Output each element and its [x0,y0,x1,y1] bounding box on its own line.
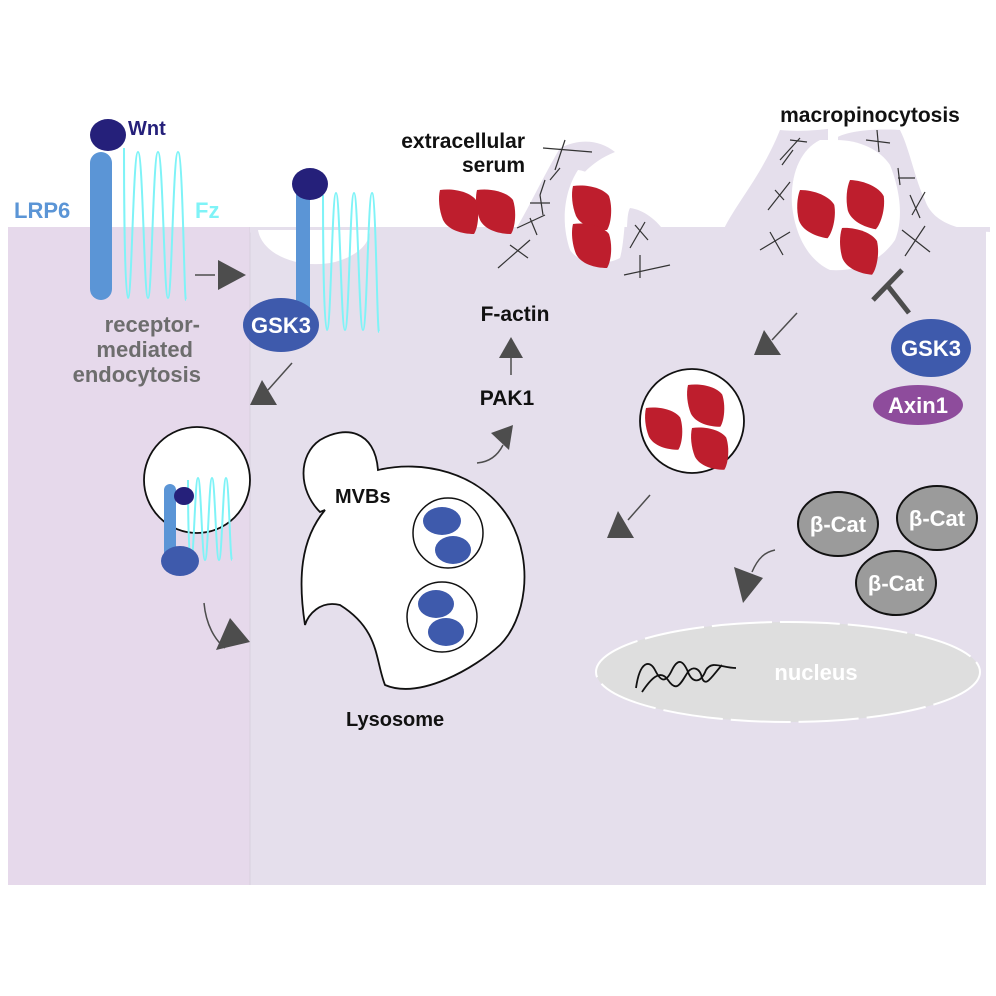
fz-receptor [123,147,187,301]
arrow-to-endosome [250,362,293,405]
arrow-lysosome-to-pak1 [476,425,513,464]
lrp6-label: LRP6 [14,198,70,223]
receptor-mediated-label-3: endocytosis [73,362,201,387]
mvbs-label: MVBs [335,486,391,508]
extracellular-label-1: extracellular [401,130,525,153]
f-actin-filaments [497,129,931,278]
beta-cat-label-1: β-Cat [810,512,867,537]
arrow-to-lysosome [203,602,250,650]
inhibition-bar [871,268,911,315]
arrow-to-nucleus [734,549,776,603]
lrp6-receptor [90,152,112,300]
arrow-pak1-to-f-actin [499,337,523,375]
receptor-mediated-label-2: mediated [96,337,193,362]
macropinocytosis-gap [828,126,838,146]
nucleus [595,621,981,723]
macropinosome [639,368,745,474]
wnt-receptor-complex-surface [90,119,187,301]
extracellular-label-2: serum [462,154,525,177]
dna-icon [635,661,737,693]
beta-cat-2 [896,485,978,551]
gsk3-left-label: GSK3 [251,313,311,338]
beta-cat-label-3: β-Cat [868,571,925,596]
macropinocytosis-label: macropinocytosis [780,104,960,127]
fz-label: Fz [195,198,219,223]
beta-cat-1 [797,491,879,557]
f-actin-label: F-actin [481,303,550,326]
wnt-receptor-complex-internalizing [243,168,380,352]
axin1-label: Axin1 [888,393,948,418]
beta-cat-label-2: β-Cat [909,506,966,531]
gsk3-bubble-right [891,319,971,377]
endosome [143,426,251,576]
pak1-label: PAK1 [480,387,535,410]
lysosome-label: Lysosome [346,709,444,731]
arrow-to-macropinosome [754,312,798,355]
receptor-mediated-label-1: receptor- [105,312,200,337]
lysosome [300,431,526,690]
wnt-ligand [90,119,126,151]
left-cell [8,227,250,885]
gsk3-right-label: GSK3 [901,336,961,361]
endocytic-pit-white [258,230,370,265]
axin1-bubble [873,385,963,425]
nucleus-label: nucleus [774,660,857,685]
arrow-endocytosis [195,260,246,290]
arrow-macropinosome-to-lysosome [607,494,651,538]
beta-catenin-group [797,485,978,616]
beta-cat-3 [855,550,937,616]
wnt-label: Wnt [128,118,166,140]
gsk3-bubble-left [243,298,319,352]
